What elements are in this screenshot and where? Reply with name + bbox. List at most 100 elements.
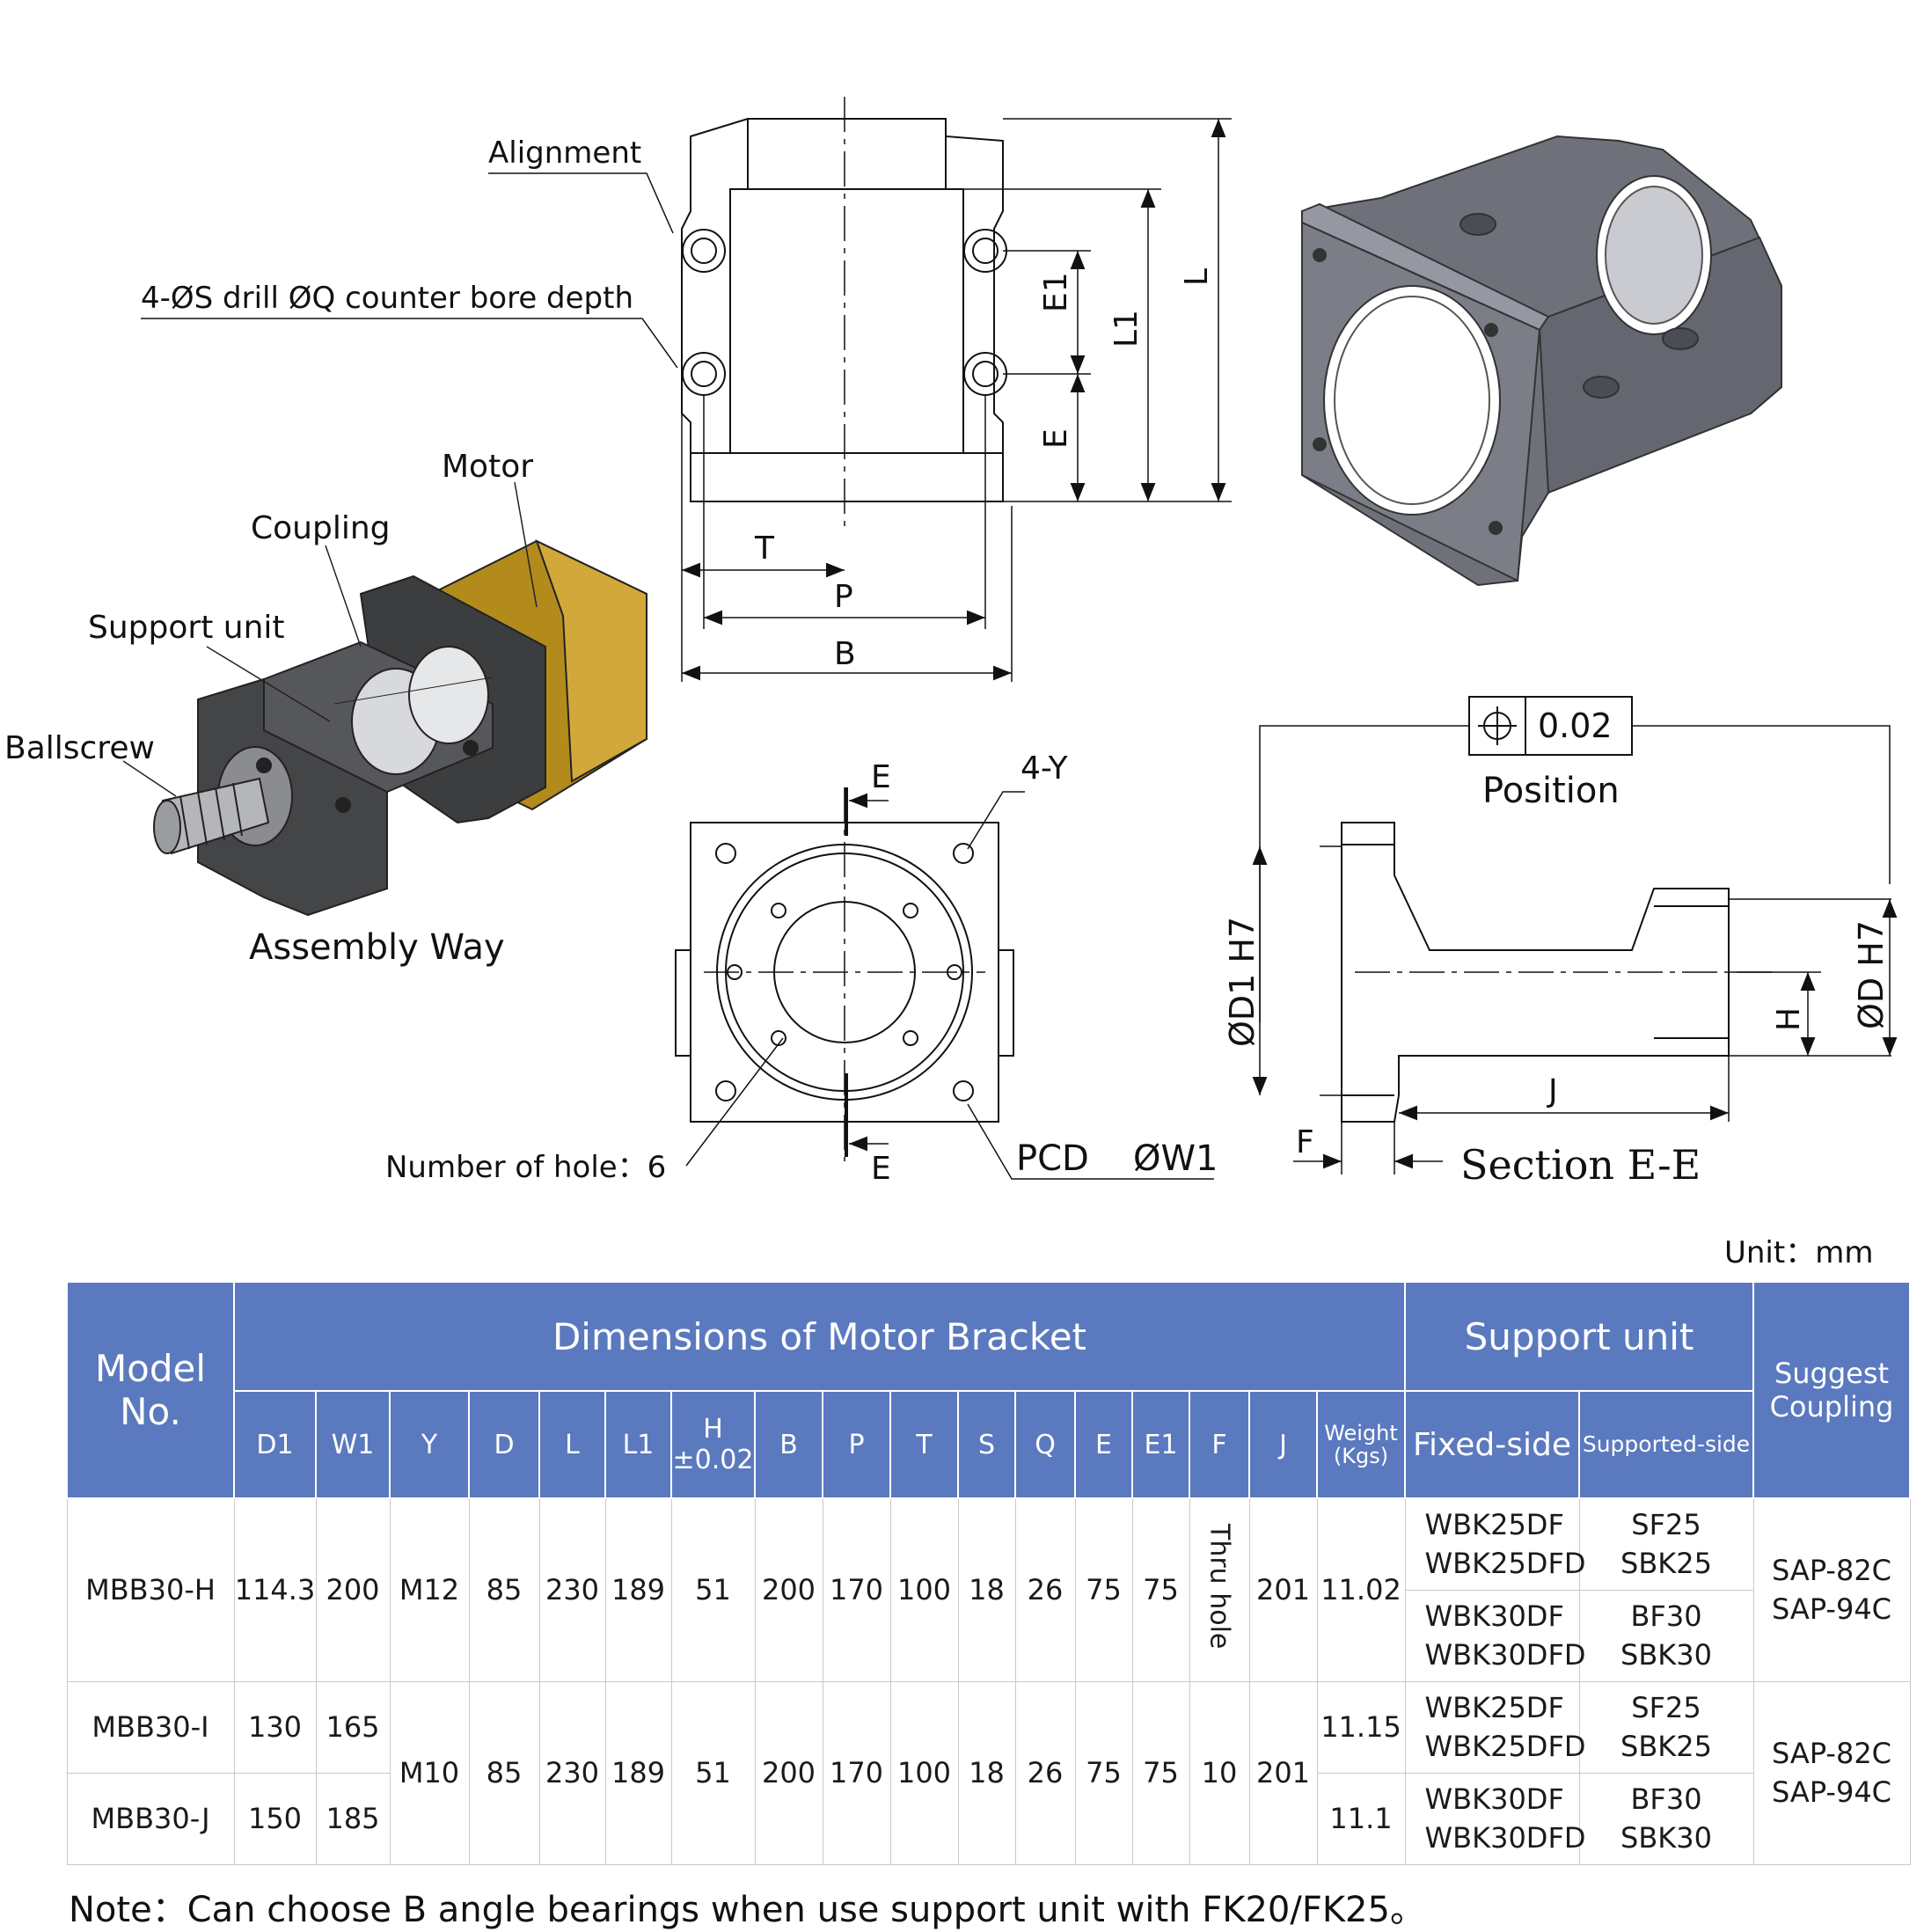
model-header: Model No. bbox=[66, 1280, 235, 1500]
tolerance-value: 0.02 bbox=[1538, 706, 1613, 745]
assembly-way-label: Assembly Way bbox=[249, 927, 505, 968]
col-d: D bbox=[468, 1390, 540, 1500]
ballscrew-label: Ballscrew bbox=[4, 730, 155, 766]
dim-j-label: J bbox=[1547, 1073, 1558, 1109]
fixed-side-model: WBK30DFD bbox=[1424, 1638, 1586, 1672]
col-supported-side: Supported-side bbox=[1577, 1390, 1755, 1500]
coupling-model: SAP-94C bbox=[1772, 1775, 1892, 1810]
fixed-side-model: WBK25DFD bbox=[1424, 1547, 1586, 1581]
cell-h: 51 bbox=[670, 1497, 756, 1682]
col-l: L bbox=[538, 1390, 606, 1500]
section-e-top-label: E bbox=[871, 759, 891, 795]
col-weight-label: Weight bbox=[1324, 1421, 1398, 1446]
table-row: WBK30DF WBK30DFD BF30 SBK30 bbox=[67, 1589, 1910, 1682]
dims-header: Dimensions of Motor Bracket bbox=[233, 1280, 1406, 1393]
cell-d1: 150 bbox=[233, 1772, 317, 1866]
cell-d1: 130 bbox=[233, 1680, 317, 1774]
cell-fixed-side: WBK25DF WBK25DFD bbox=[1404, 1497, 1586, 1591]
supported-side-model: SBK25 bbox=[1620, 1730, 1712, 1764]
coupling-model: SAP-94C bbox=[1772, 1592, 1892, 1627]
supported-side-model: SF25 bbox=[1631, 1508, 1701, 1542]
col-h-tolerance: ±0.02 bbox=[672, 1445, 754, 1476]
cell-f: Thru hole bbox=[1189, 1497, 1250, 1682]
supported-side-model: SBK25 bbox=[1620, 1547, 1712, 1581]
assembly-illustration bbox=[122, 481, 647, 917]
cell-y: M10 bbox=[389, 1680, 470, 1866]
cell-s: 18 bbox=[957, 1680, 1016, 1866]
four-y-label: 4-Y bbox=[1021, 750, 1069, 787]
cell-w1: 165 bbox=[315, 1680, 391, 1774]
cell-j: 201 bbox=[1248, 1680, 1318, 1866]
col-h: H ±0.02 bbox=[670, 1390, 756, 1500]
table-row: MBB30-H 114.3 200 M12 85 230 189 51 200 … bbox=[66, 1497, 1911, 1682]
model-cell: MBB30-J bbox=[66, 1772, 235, 1866]
cell-supported-side: SF25 SBK25 bbox=[1578, 1497, 1754, 1591]
dim-l1-label: L1 bbox=[1108, 310, 1145, 348]
cell-w1: 200 bbox=[315, 1497, 391, 1682]
col-h-label: H bbox=[703, 1414, 723, 1445]
cell-coupling: SAP-82C SAP-94C bbox=[1752, 1497, 1911, 1682]
section-view bbox=[1252, 696, 1898, 1175]
front-view bbox=[675, 787, 1214, 1180]
section-e-bottom-label: E bbox=[871, 1151, 891, 1187]
cell-h: 51 bbox=[670, 1680, 756, 1866]
fixed-side-model: WBK25DF bbox=[1424, 1508, 1564, 1542]
pcd-label: PCD bbox=[1016, 1138, 1089, 1179]
cell-t: 100 bbox=[889, 1680, 959, 1866]
support-unit-label: Support unit bbox=[88, 610, 285, 646]
dim-p-label: P bbox=[834, 579, 853, 615]
cell-e: 75 bbox=[1074, 1497, 1133, 1682]
w1-label: ØW1 bbox=[1133, 1138, 1218, 1179]
dim-h-label: H bbox=[1771, 1007, 1807, 1031]
supported-side-model: BF30 bbox=[1630, 1782, 1702, 1817]
col-j: J bbox=[1248, 1390, 1318, 1500]
cell-b: 200 bbox=[754, 1680, 823, 1866]
col-d1: D1 bbox=[233, 1390, 317, 1500]
col-q: Q bbox=[1014, 1390, 1076, 1500]
coupling-header: Suggest Coupling bbox=[1752, 1280, 1912, 1500]
motor-label: Motor bbox=[442, 449, 533, 485]
cell-j: 201 bbox=[1248, 1497, 1318, 1682]
cell-fixed-side: WBK30DF WBK30DFD bbox=[1404, 1589, 1586, 1682]
table-row: MBB30-I 130 165 M10 85 230 189 51 200 17… bbox=[66, 1680, 1911, 1866]
model-cell: MBB30-I bbox=[66, 1680, 235, 1774]
cell-y: M12 bbox=[389, 1497, 470, 1682]
dimensions-table: Model No. Dimensions of Motor Bracket Su… bbox=[66, 1280, 1912, 1866]
fixed-side-model: WBK25DFD bbox=[1424, 1730, 1586, 1764]
cell-q: 26 bbox=[1014, 1497, 1076, 1682]
col-l1: L1 bbox=[604, 1390, 672, 1500]
cell-l1: 189 bbox=[604, 1497, 672, 1682]
cell-e1: 75 bbox=[1131, 1497, 1190, 1682]
unit-note: Unit：mm bbox=[1724, 1235, 1874, 1270]
supported-side-model: SBK30 bbox=[1620, 1821, 1712, 1855]
fixed-side-model: WBK30DF bbox=[1424, 1782, 1564, 1817]
col-s: S bbox=[957, 1390, 1016, 1500]
cell-b: 200 bbox=[754, 1497, 823, 1682]
table-row: MBB30-J 150 185 11.1 WBK30DF WBK30DFD BF… bbox=[66, 1772, 1910, 1866]
number-of-holes-label: Number of hole：6 bbox=[385, 1150, 666, 1185]
cell-l: 230 bbox=[538, 1497, 606, 1682]
col-fixed-side: Fixed-side bbox=[1404, 1390, 1580, 1500]
coupling-label: Coupling bbox=[251, 510, 391, 546]
footnote: Note：Can choose B angle bearings when us… bbox=[69, 1890, 1425, 1930]
cell-p: 170 bbox=[822, 1680, 891, 1866]
alignment-label: Alignment bbox=[488, 135, 641, 171]
col-e1: E1 bbox=[1131, 1390, 1190, 1500]
cell-f-text: Thru hole bbox=[1203, 1524, 1235, 1650]
col-t: T bbox=[889, 1390, 959, 1500]
cell-fixed-side: WBK30DF WBK30DFD bbox=[1404, 1772, 1585, 1866]
dim-l-label: L bbox=[1179, 268, 1215, 286]
supported-side-model: SBK30 bbox=[1620, 1638, 1712, 1672]
cell-l: 230 bbox=[538, 1680, 606, 1866]
coupling-model: SAP-82C bbox=[1772, 1554, 1892, 1588]
cell-t: 100 bbox=[889, 1497, 959, 1682]
cell-d: 85 bbox=[468, 1497, 540, 1682]
col-y: Y bbox=[389, 1390, 470, 1500]
dim-b-label: B bbox=[834, 636, 856, 672]
dh7-label: ØD H7 bbox=[1852, 920, 1891, 1029]
position-label: Position bbox=[1482, 771, 1620, 811]
cell-e: 75 bbox=[1074, 1680, 1133, 1866]
cell-f: 10 bbox=[1189, 1680, 1250, 1866]
col-b: B bbox=[754, 1390, 823, 1500]
